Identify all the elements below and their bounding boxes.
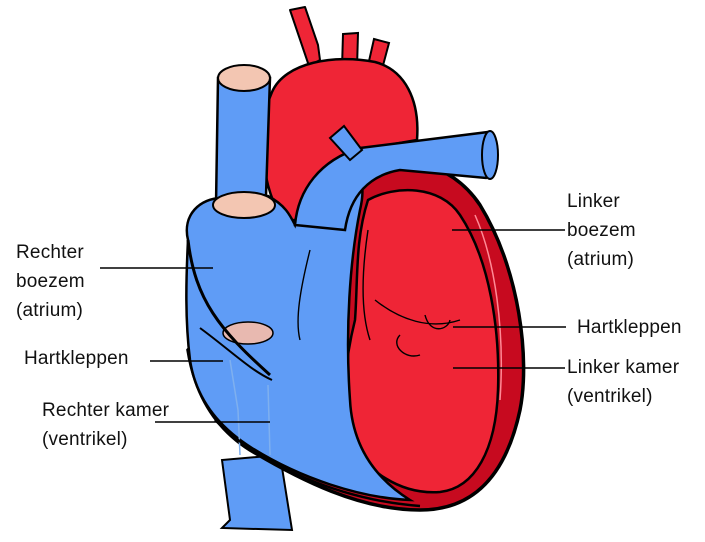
heart-details [186,214,502,508]
label-right-atrium-line1: Rechter [16,242,84,263]
label-right-ventricle: Rechter kamer (ventrikel) [42,396,169,454]
label-left-ventricle-line1: Linker kamer [567,357,680,378]
label-right-valves: Hartkleppen [24,344,129,373]
label-left-valves-text: Hartkleppen [577,317,682,338]
right-heart-chambers [185,168,415,502]
superior-vena-cava [214,64,272,207]
vena-cava-opening [212,191,276,219]
label-right-ventricle-line2: (ventrikel) [42,429,128,450]
label-right-atrium-line2: boezem [16,271,85,292]
label-left-atrium-line2: boezem [567,220,636,241]
inferior-opening [222,321,274,345]
label-right-valves-text: Hartkleppen [24,348,129,369]
pulmonary-artery [293,124,499,232]
label-left-ventricle: Linker kamer (ventrikel) [567,353,679,411]
label-left-ventricle-line2: (ventrikel) [567,386,653,407]
label-left-atrium: Linker boezem (atrium) [567,187,636,274]
label-left-atrium-line1: Linker [567,191,620,212]
label-right-atrium: Rechter boezem (atrium) [16,238,85,325]
left-heart-chambers [343,189,500,494]
label-right-ventricle-line1: Rechter kamer [42,400,170,421]
label-left-atrium-line3: (atrium) [567,249,635,270]
label-left-valves: Hartkleppen [577,313,682,342]
label-right-atrium-line3: (atrium) [16,300,84,321]
leader-lines [100,229,566,423]
